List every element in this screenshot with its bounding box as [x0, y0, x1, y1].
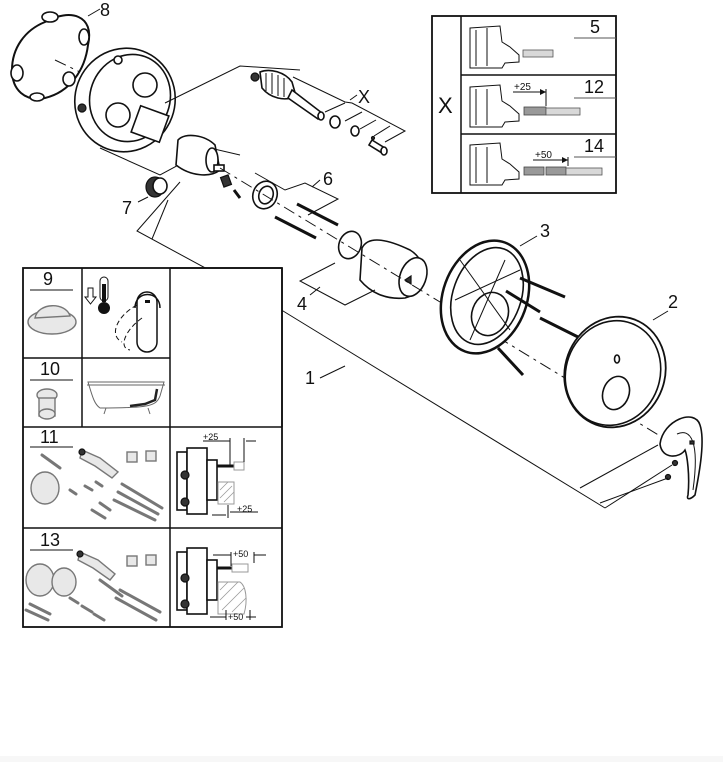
ext-row-12: +25 12: [469, 77, 616, 128]
leader-8: [87, 8, 101, 17]
leader-6-frame: [254, 172, 340, 216]
part-x-spindle: [250, 69, 388, 156]
callout-4: 4: [297, 294, 307, 314]
ext-dim-50: +50: [535, 150, 552, 161]
part-4-sleeve: [337, 230, 428, 300]
ext-row-5: 5: [469, 17, 616, 69]
part-3-plate: [439, 239, 579, 377]
leader-x-top: [164, 65, 301, 104]
lever-rotation-icon: [115, 291, 161, 353]
part-6-flange: [251, 180, 339, 240]
acc-row-9: 9: [27, 269, 161, 353]
ext-part-14: 14: [584, 136, 604, 156]
acc-13-dim-top: +50: [233, 549, 248, 559]
callout-7: 7: [122, 198, 132, 218]
callout-3: 3: [540, 221, 550, 241]
leader-2: [652, 310, 669, 321]
acc-part-10: 10: [40, 359, 60, 379]
ext-part-12: 12: [584, 77, 604, 97]
acc-row-11: 11: [30, 427, 258, 522]
cartridge: [175, 134, 225, 176]
leader-4: [309, 286, 321, 296]
bathtub-icon: [87, 381, 165, 415]
callout-8: 8: [100, 0, 110, 20]
ext-part-5: 5: [590, 17, 600, 37]
extension-set-11-parts: [30, 448, 164, 522]
lever-handle: [659, 416, 703, 500]
leader-6: [311, 179, 321, 188]
thermometer-down-icon: [83, 276, 110, 314]
valve-body: [73, 47, 177, 153]
acc-11-dim-top: +25: [203, 432, 218, 442]
leader-4-frame: [298, 262, 376, 306]
part-2-escutcheon: [563, 315, 667, 429]
adapter-parts: [219, 174, 242, 199]
acc-row-10: 10: [30, 359, 165, 420]
leader-x: [349, 94, 358, 101]
acc-part-13: 13: [40, 530, 60, 550]
callout-x: X: [358, 87, 370, 107]
ext-group-label: X: [438, 93, 453, 118]
extension-dim-drawing-13: +50 +50: [176, 547, 266, 622]
acc-row-13: 13: [24, 530, 266, 622]
acc-11-dim-bottom: +25: [237, 504, 252, 514]
acc-part-11: 11: [40, 427, 59, 447]
part-8-gasket: [10, 11, 91, 102]
callout-6: 6: [323, 169, 333, 189]
leader-1-frame: [136, 181, 606, 509]
acc-part-9: 9: [43, 269, 53, 289]
extension-set-13-parts: [24, 550, 162, 622]
callout-1: 1: [305, 368, 315, 388]
page-footer-strip: [0, 756, 723, 762]
part-7-nut: [145, 176, 168, 198]
leader-3: [519, 235, 538, 247]
acc-13-dim-bottom: +50: [228, 612, 243, 622]
axis-line: [54, 59, 81, 73]
accessory-table: 9 10: [22, 267, 283, 628]
extension-dim-drawing-11: +25 +25: [176, 432, 258, 518]
ext-dim-25: +25: [514, 82, 531, 93]
leader-7: [137, 196, 149, 203]
ext-row-14: +50 14: [469, 136, 616, 186]
callout-2: 2: [668, 292, 678, 312]
extension-table: X 5 +25 12: [431, 15, 617, 194]
leader-x-frame: [292, 76, 407, 143]
leader-1: [319, 365, 346, 379]
